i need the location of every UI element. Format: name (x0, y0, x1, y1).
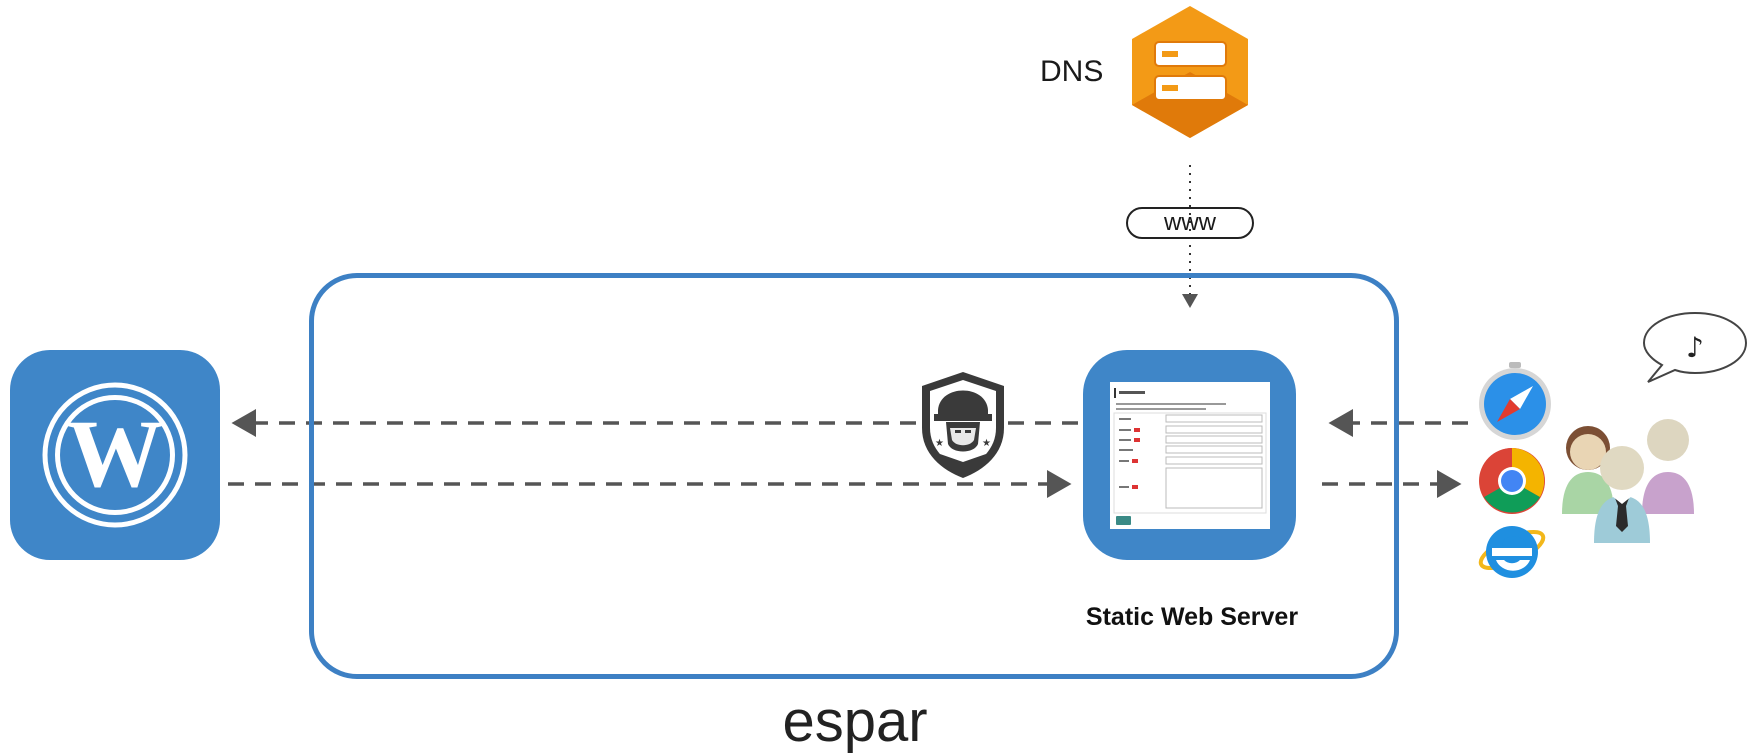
espar-logo: espar (782, 689, 928, 754)
guard-shield-icon: ★ ★ (922, 372, 1004, 478)
speech-bubble-icon: ♪ (1642, 311, 1748, 383)
www-label: www (1126, 207, 1254, 239)
music-note-text: ♪ (1686, 331, 1704, 364)
wordpress-icon: W (42, 382, 188, 528)
dns-server-icon (1132, 6, 1248, 138)
chrome-icon (1479, 448, 1545, 514)
contact-form-thumbnail (1110, 382, 1270, 529)
ie-icon (1478, 526, 1546, 578)
shifter-environment-frame (309, 273, 1399, 679)
wordpress-tile: W (10, 350, 220, 560)
svg-text:W: W (67, 400, 163, 507)
users-icon (1562, 419, 1694, 543)
svg-text:★: ★ (982, 438, 991, 449)
svg-text:★: ★ (935, 438, 944, 449)
server-label: Static Web Server (1085, 603, 1299, 631)
dns-label: DNS (1040, 55, 1104, 88)
safari-icon (1479, 362, 1551, 440)
